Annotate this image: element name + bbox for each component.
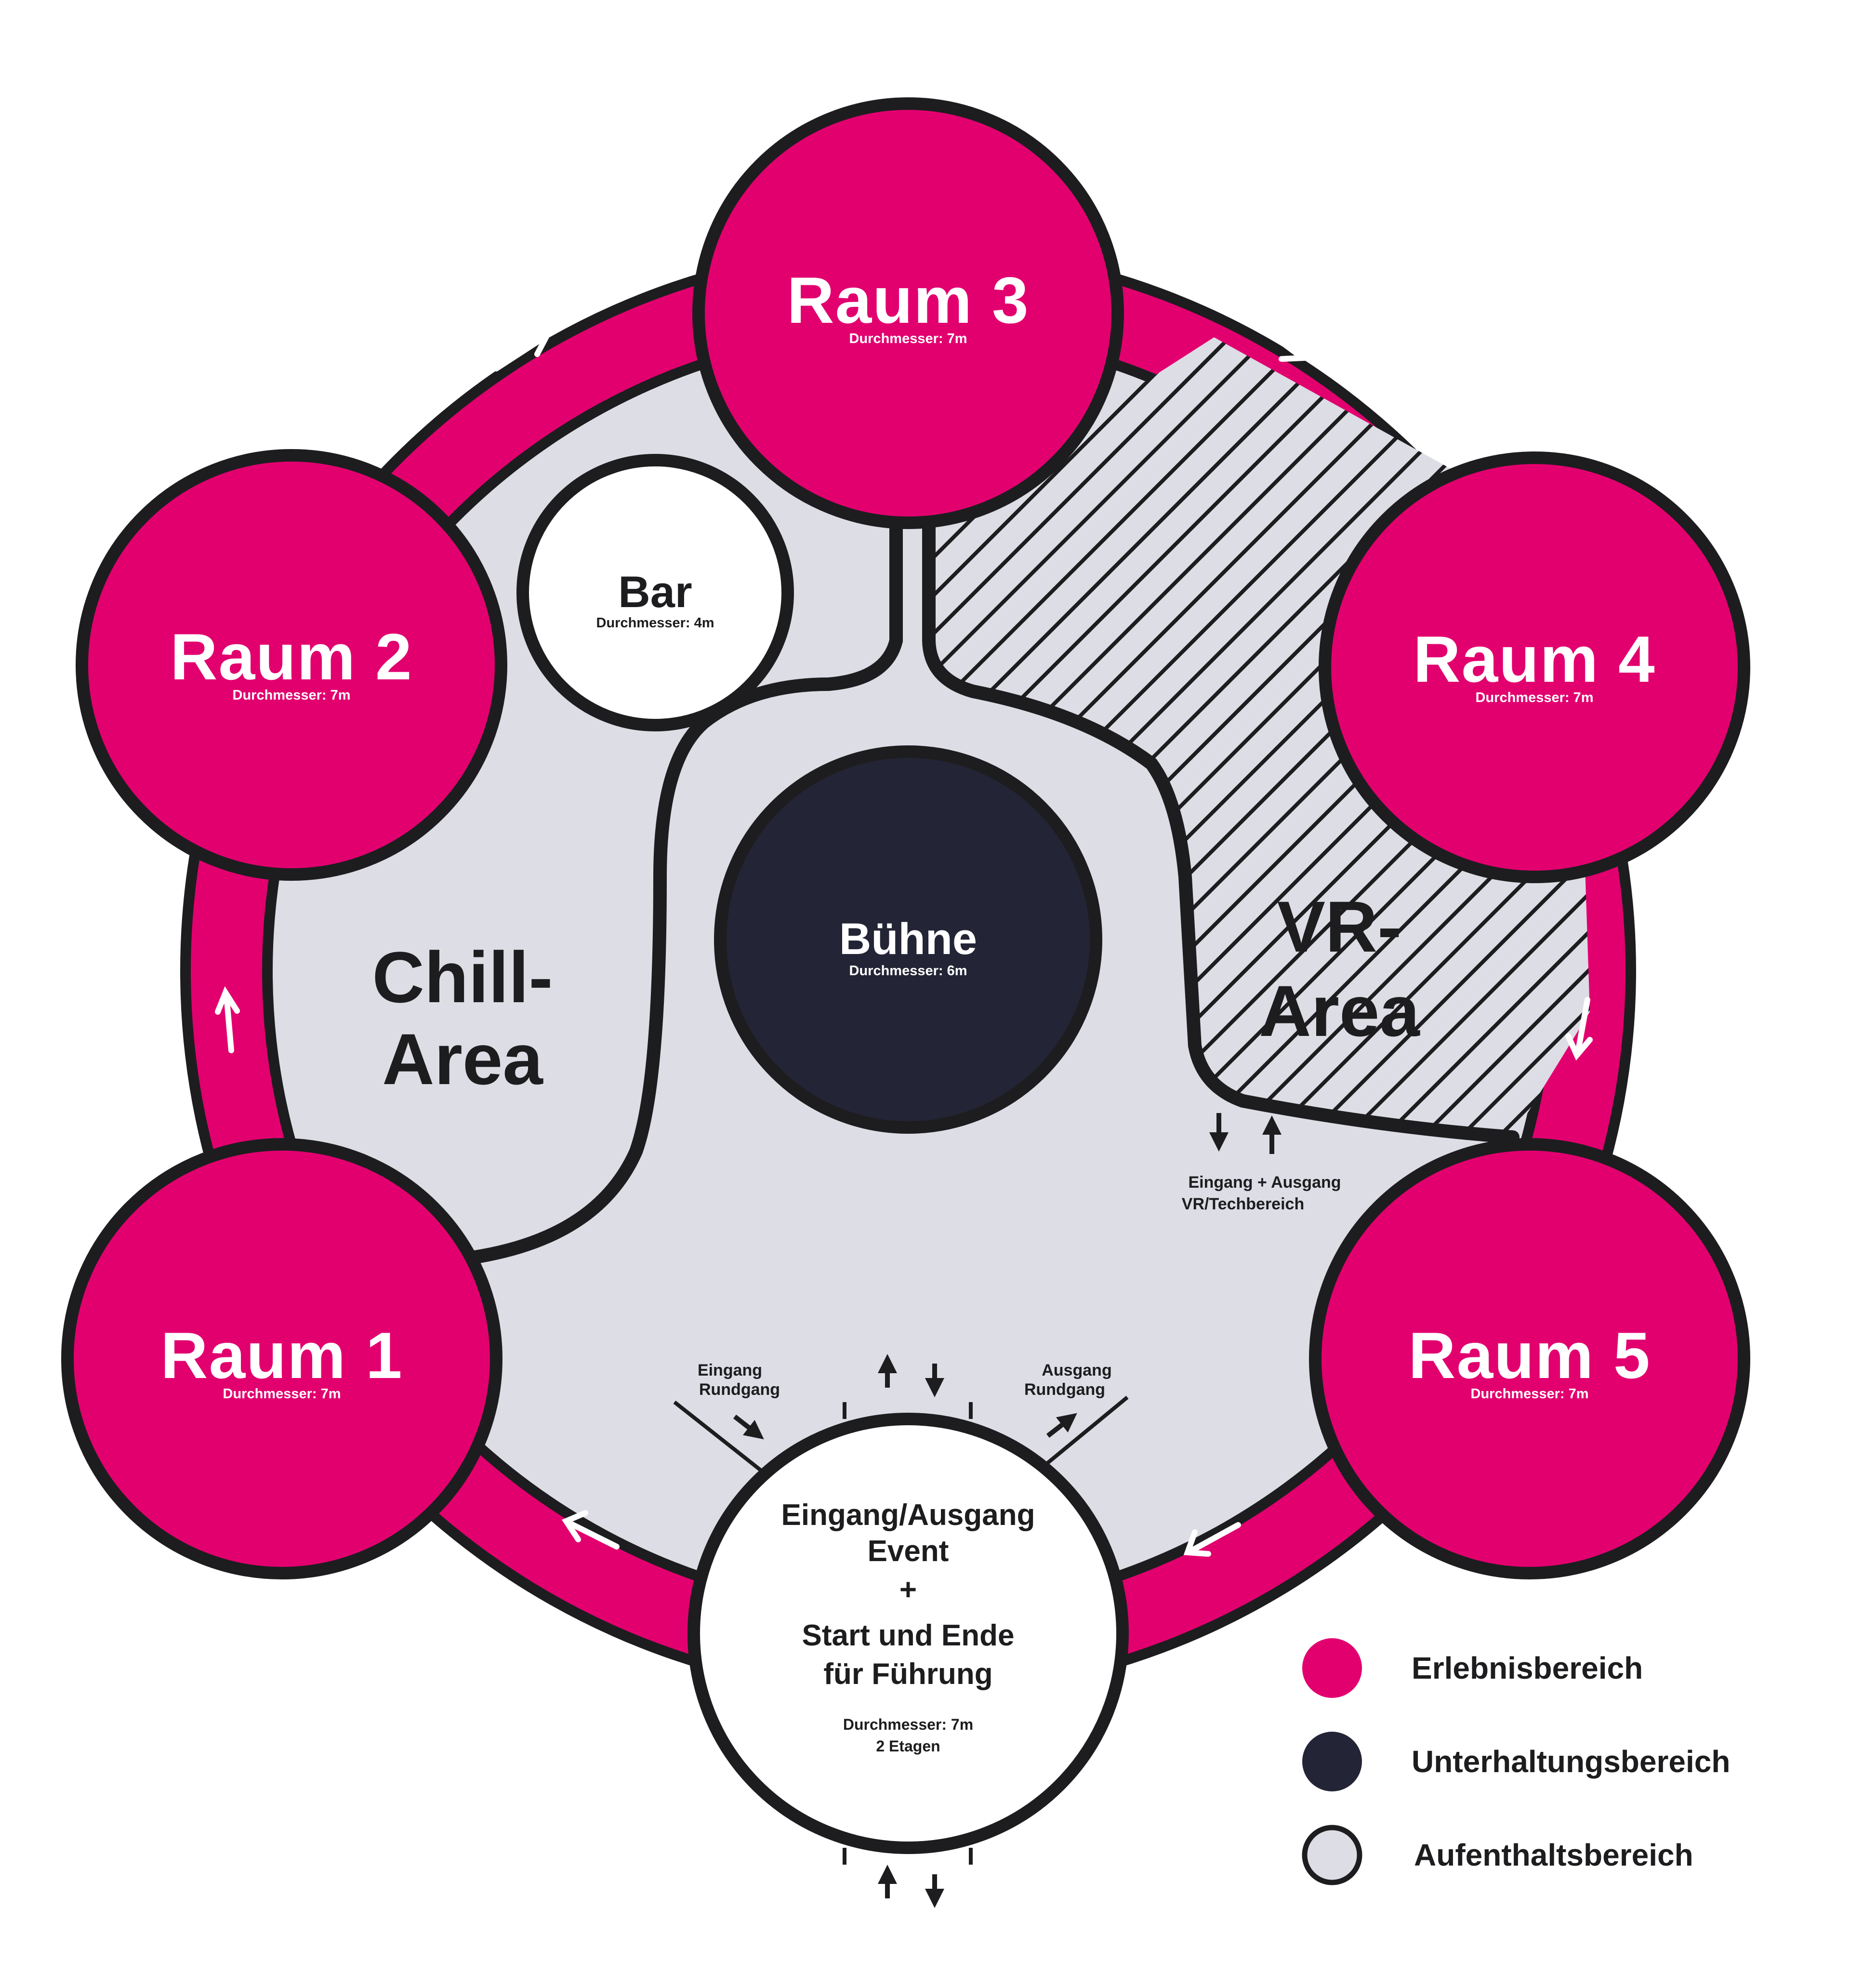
main-entrance-circle[interactable]	[687, 1413, 1129, 1854]
raum-4-circle[interactable]	[1319, 451, 1750, 883]
tour-exit-door-line	[1044, 1395, 1129, 1467]
main-entrance-line2: Event	[868, 1535, 949, 1568]
raum-5-diameter: Durchmesser: 7m	[1471, 1386, 1589, 1402]
legend-swatch-magenta	[1302, 1638, 1362, 1698]
stage-diameter: Durchmesser: 6m	[849, 963, 967, 979]
white-direction-arrow-icon	[1565, 997, 1593, 1061]
raum-2-group[interactable]: Raum 2 Durchmesser: 7m	[76, 449, 507, 881]
legend: Erlebnisbereich Unterhaltungsbereich Auf…	[1302, 1638, 1730, 1885]
bar-diameter: Durchmesser: 4m	[596, 615, 714, 631]
legend-label-aufenthaltsbereich: Aufenthaltsbereich	[1414, 1838, 1693, 1872]
vr-door-arrows	[1209, 1113, 1282, 1154]
white-direction-arrow-icon	[1183, 1522, 1241, 1557]
raum-4-title: Raum 4	[1413, 623, 1655, 696]
raum-4-diameter: Durchmesser: 7m	[1476, 690, 1594, 705]
vr-area-line2: Area	[1259, 970, 1420, 1051]
main-entrance-line1: Eingang/Ausgang	[781, 1498, 1035, 1532]
chill-area-line2: Area	[382, 1019, 543, 1100]
raum-1-group[interactable]: Raum 1 Durchmesser: 7m	[61, 1138, 502, 1579]
white-direction-arrow-icon	[562, 1510, 620, 1550]
tour-entrance-line1: Eingang	[698, 1361, 762, 1379]
stage-group[interactable]: Bühne Durchmesser: 6m	[714, 745, 1102, 1134]
main-entrance-line4: für Führung	[823, 1657, 992, 1691]
chill-area-line1: Chill-	[372, 937, 553, 1018]
legend-item-unterhaltungsbereich: Unterhaltungsbereich	[1302, 1732, 1730, 1791]
bar-circle[interactable]	[516, 454, 794, 731]
tour-exit-arrow-icon	[1046, 1413, 1077, 1438]
stage-title: Bühne	[839, 914, 977, 964]
legend-swatch-gray	[1302, 1825, 1362, 1885]
raum-2-diameter: Durchmesser: 7m	[233, 688, 351, 703]
bar-title: Bar	[618, 568, 692, 617]
raum-1-diameter: Durchmesser: 7m	[223, 1386, 341, 1402]
raum-3-circle[interactable]	[692, 97, 1124, 529]
tour-exit-line2: Rundgang	[1024, 1380, 1105, 1399]
white-direction-arrow-icon	[1250, 318, 1307, 362]
raum-1-circle[interactable]	[61, 1138, 502, 1579]
legend-label-unterhaltungsbereich: Unterhaltungsbereich	[1412, 1744, 1730, 1779]
tour-entrance-arrow-icon	[733, 1415, 764, 1440]
tour-exit-line1: Ausgang	[1042, 1361, 1111, 1379]
white-direction-arrow-icon	[215, 986, 240, 1053]
main-entrance-line3: Start und Ende	[802, 1619, 1015, 1652]
flow-arrows	[215, 318, 1593, 1557]
vr-entrance-line2: VR/Techbereich	[1182, 1195, 1304, 1213]
main-entrance-group[interactable]: Eingang/Ausgang Event + Start und Ende f…	[687, 1413, 1129, 1854]
legend-item-aufenthaltsbereich: Aufenthaltsbereich	[1302, 1825, 1693, 1885]
main-entrance-plus: +	[899, 1573, 917, 1606]
raum-4-group[interactable]: Raum 4 Durchmesser: 7m	[1319, 451, 1750, 883]
raum-2-title: Raum 2	[170, 620, 412, 693]
vr-area-line1: VR-	[1277, 886, 1401, 967]
stage-circle[interactable]	[714, 745, 1102, 1134]
bar-group[interactable]: Bar Durchmesser: 4m	[516, 454, 794, 731]
vr-entrance-line1: Eingang + Ausgang	[1188, 1173, 1341, 1192]
legend-swatch-navy	[1302, 1732, 1362, 1791]
raum-3-group[interactable]: Raum 3 Durchmesser: 7m	[692, 97, 1124, 529]
raum-1-title: Raum 1	[160, 1319, 403, 1392]
raum-5-title: Raum 5	[1408, 1319, 1651, 1392]
legend-item-erlebnisbereich: Erlebnisbereich	[1302, 1638, 1643, 1698]
raum-5-circle[interactable]	[1309, 1138, 1750, 1579]
main-entrance-diameter: Durchmesser: 7m	[843, 1716, 973, 1733]
raum-2-circle[interactable]	[76, 449, 507, 881]
main-entrance-floors: 2 Etagen	[876, 1737, 940, 1755]
stage-zone-outline	[465, 514, 1520, 1264]
white-direction-arrow-icon	[493, 332, 552, 371]
legend-label-erlebnisbereich: Erlebnisbereich	[1412, 1651, 1643, 1685]
raum-5-group[interactable]: Raum 5 Durchmesser: 7m	[1309, 1138, 1750, 1579]
tour-entrance-door-line	[673, 1400, 767, 1476]
tour-entrance-line2: Rundgang	[699, 1380, 780, 1399]
raum-3-title: Raum 3	[787, 264, 1029, 337]
raum-3-diameter: Durchmesser: 7m	[849, 331, 967, 346]
